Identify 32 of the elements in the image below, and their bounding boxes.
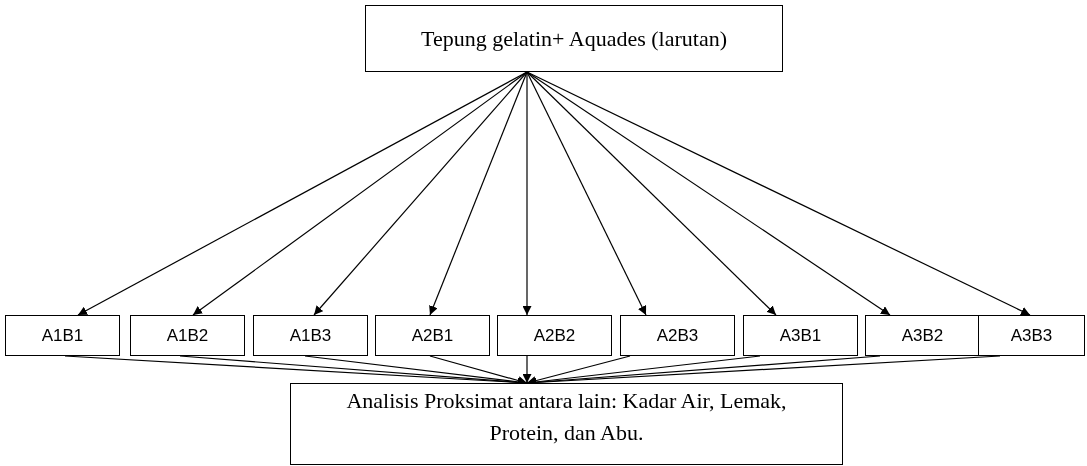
arrow <box>522 355 532 384</box>
process-box <box>978 315 1085 356</box>
arrow <box>526 71 647 316</box>
box-text: Tepung gelatin+ Aquades (larutan) <box>421 24 727 53</box>
box-text: A1B1 <box>41 325 84 346</box>
process-box <box>253 315 368 356</box>
box-text: A1B2 <box>166 325 209 346</box>
process-box <box>290 383 843 465</box>
process-box <box>497 315 612 356</box>
arrow <box>192 71 528 316</box>
box-text: A2B2 <box>533 325 576 346</box>
arrow <box>522 71 532 316</box>
process-box <box>620 315 735 356</box>
process-box <box>375 315 490 356</box>
process-box <box>743 315 858 356</box>
arrow <box>313 71 528 316</box>
arrow <box>526 71 891 316</box>
arrow <box>429 355 528 385</box>
arrow <box>526 71 1031 316</box>
process-box <box>865 315 980 356</box>
box-text: Analisis Proksimat antara lain: Kadar Air, Lemak, Protein, dan Abu. <box>345 387 788 447</box>
arrow <box>526 71 777 316</box>
process-box <box>130 315 245 356</box>
box-text: A2B3 <box>656 325 699 346</box>
box-text: A2B1 <box>411 325 454 346</box>
box-text: A1B3 <box>289 325 332 346</box>
box-text: A3B1 <box>779 325 822 346</box>
process-box <box>365 5 783 72</box>
box-text: A3B3 <box>1010 325 1053 346</box>
box-text: A3B2 <box>901 325 944 346</box>
process-box <box>5 315 120 356</box>
arrow <box>429 71 528 316</box>
